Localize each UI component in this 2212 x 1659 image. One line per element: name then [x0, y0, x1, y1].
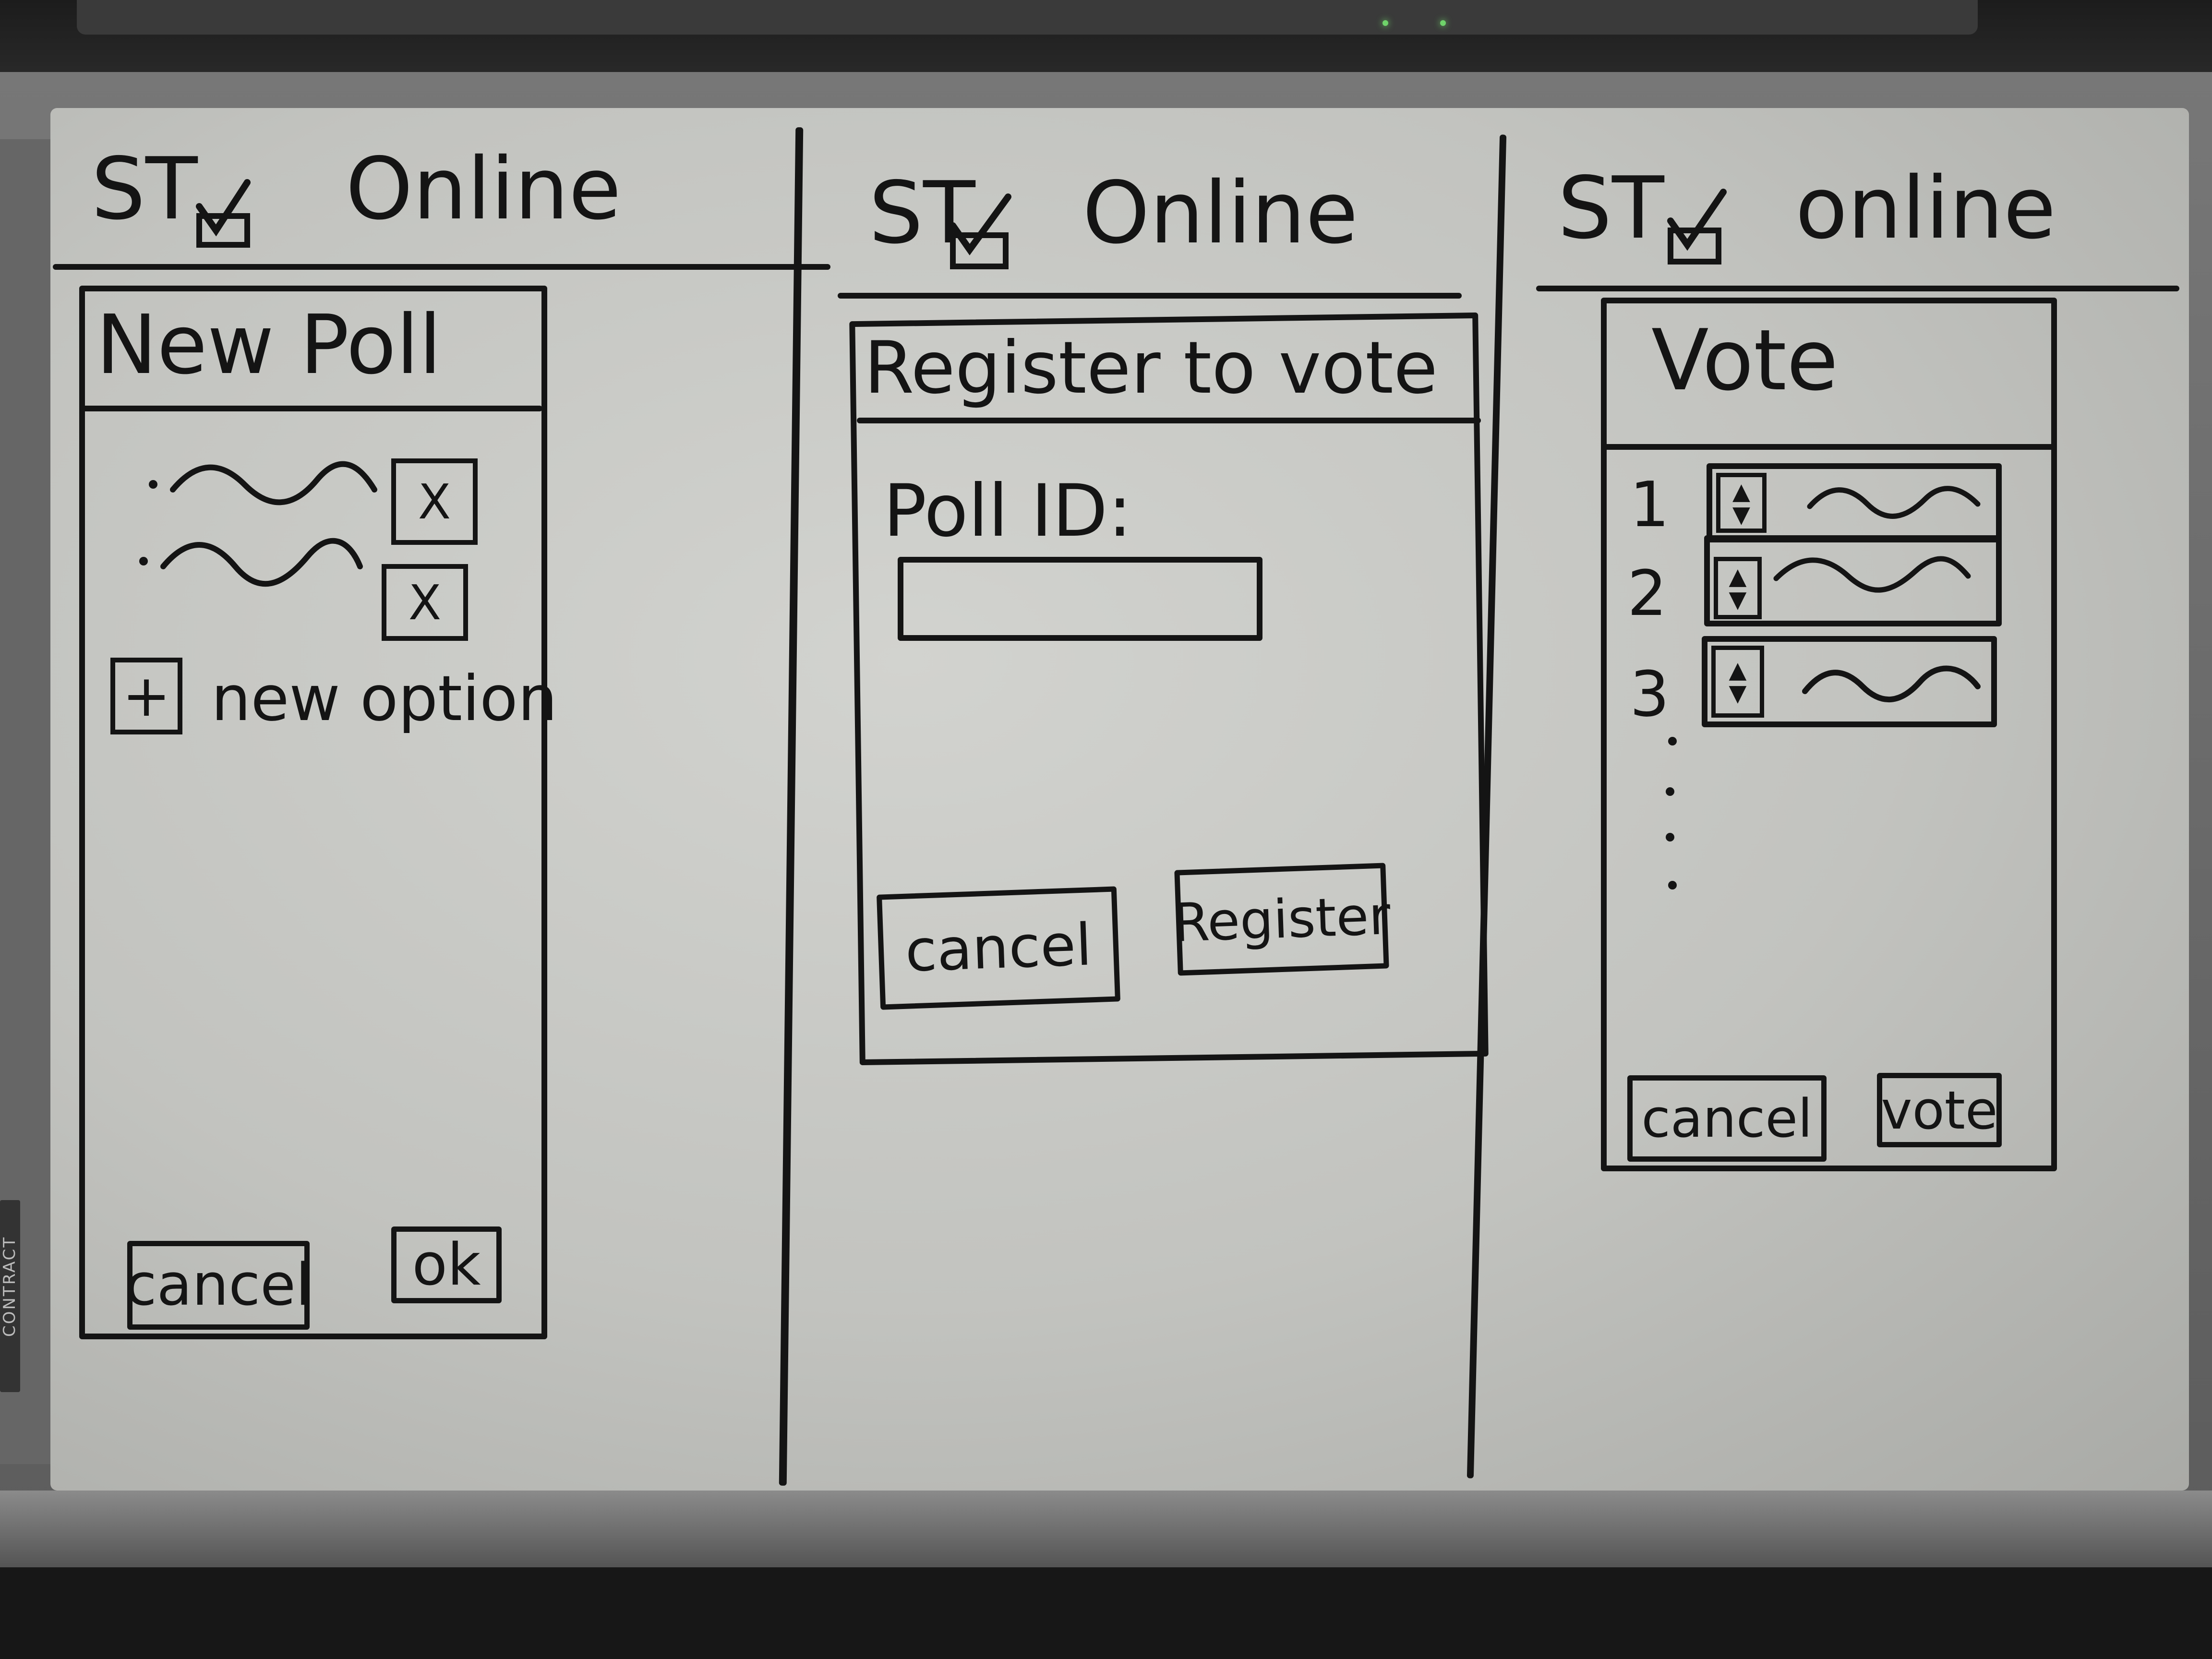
dialog-title-divider — [82, 406, 542, 411]
dialog-title: Vote — [1651, 312, 1839, 409]
ellipsis-dot — [1668, 881, 1677, 890]
app-logo-text: ST — [869, 163, 975, 263]
rank-number: 1 — [1630, 468, 1670, 541]
cancel-button[interactable]: cancel — [876, 886, 1121, 1010]
rank-number: 2 — [1627, 557, 1667, 630]
dialog-title-divider — [1603, 444, 2055, 450]
connection-status: Online — [346, 139, 622, 239]
bullet — [139, 557, 148, 565]
whiteboard — [50, 108, 2189, 1491]
ok-button[interactable]: ok — [391, 1226, 502, 1303]
dialog-title-divider — [857, 418, 1481, 423]
dialog-title: New Poll — [96, 298, 442, 393]
floor — [0, 1567, 2212, 1659]
cancel-button[interactable]: cancel — [1627, 1075, 1827, 1162]
option-text-placeholder — [160, 538, 363, 587]
ranked-option[interactable] — [1704, 535, 2002, 626]
connection-status: online — [1795, 158, 2056, 258]
new-poll-dialog — [79, 286, 547, 1339]
option-text-placeholder — [1773, 556, 1971, 593]
app-logo-text: ST — [1558, 158, 1664, 258]
ellipsis-dot — [1666, 787, 1674, 796]
up-down-arrows-icon[interactable]: ▲▼ — [1714, 557, 1762, 619]
plus-icon[interactable]: + — [110, 658, 182, 734]
ellipsis-dot — [1666, 833, 1674, 842]
header-underline — [838, 293, 1462, 299]
app-logo-text: ST — [91, 139, 198, 239]
remove-option-button[interactable]: X — [391, 458, 478, 545]
dialog-title: Register to vote — [864, 326, 1438, 410]
ballot-box-checkmark-icon — [196, 179, 251, 248]
monitor-bottom-edge — [77, 0, 1978, 35]
option-text-placeholder — [170, 461, 377, 505]
ballot-box-checkmark-icon — [1667, 189, 1727, 264]
ballot-box-checkmark-icon — [950, 193, 1011, 269]
bullet — [149, 480, 157, 489]
side-brand-tag: CONTRACT — [0, 1200, 20, 1392]
option-text-placeholder — [1802, 665, 1981, 703]
poll-id-input[interactable] — [898, 557, 1262, 641]
ellipsis-dot — [1668, 737, 1677, 745]
register-button[interactable]: Register — [1172, 863, 1392, 976]
up-down-arrows-icon[interactable]: ▲▼ — [1716, 473, 1767, 533]
poll-id-label: Poll ID: — [883, 469, 1132, 553]
led-light — [1382, 20, 1388, 26]
option-text-placeholder — [1807, 486, 1981, 519]
header-underline — [1536, 286, 2179, 291]
led-light — [1440, 20, 1446, 26]
connection-status: Online — [1082, 163, 1358, 263]
vote-button[interactable]: vote — [1877, 1073, 2002, 1147]
rank-number: 3 — [1630, 658, 1670, 731]
vote-dialog — [1601, 298, 2057, 1171]
marker-tray — [0, 1491, 2212, 1567]
cancel-button[interactable]: cancel — [125, 1241, 312, 1330]
remove-option-button[interactable]: X — [382, 564, 468, 641]
add-option-label[interactable]: new option — [211, 662, 558, 735]
ranked-option[interactable] — [1702, 636, 1997, 727]
header-underline — [53, 264, 830, 270]
up-down-arrows-icon[interactable]: ▲▼ — [1711, 646, 1764, 718]
